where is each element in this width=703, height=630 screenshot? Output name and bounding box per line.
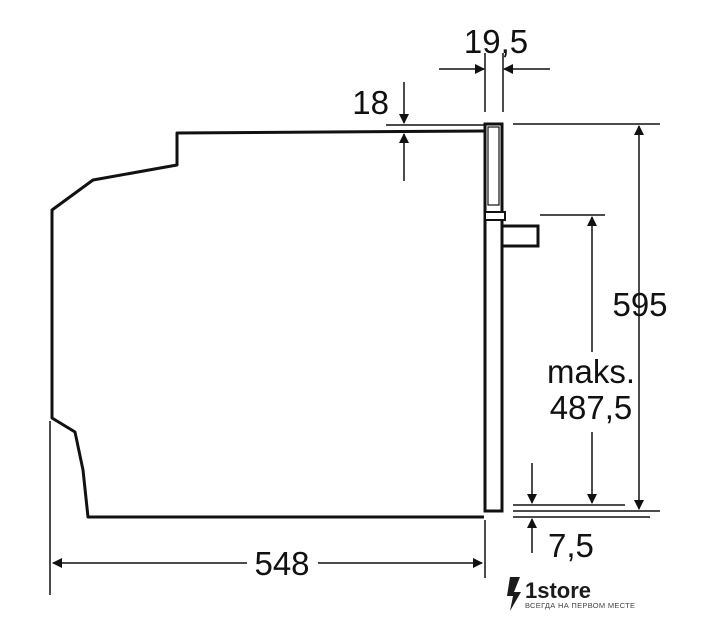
watermark-brand: 1store [525,578,591,603]
oven-control-strip [487,126,500,206]
top-offset-label: 19,5 [464,23,528,60]
bottom-offset-label: 7,5 [548,527,594,564]
store-watermark: 1store ВСЕГДА НА ПЕРВОМ МЕСТЕ [507,577,635,611]
total-height-label: 595 [612,286,667,323]
lightning-bolt-icon [507,577,521,611]
oven-handle-bracket [484,211,506,221]
depth-label: 548 [254,545,309,582]
panel-gap-label: 18 [352,84,389,121]
oven-front-panel [483,122,504,513]
oven-body-outline [50,129,485,519]
max-height-caption: maks. [547,353,635,390]
watermark-tagline: ВСЕГДА НА ПЕРВОМ МЕСТЕ [525,601,635,610]
oven-door-handle [500,224,540,248]
max-height-label: 487,5 [550,389,633,426]
